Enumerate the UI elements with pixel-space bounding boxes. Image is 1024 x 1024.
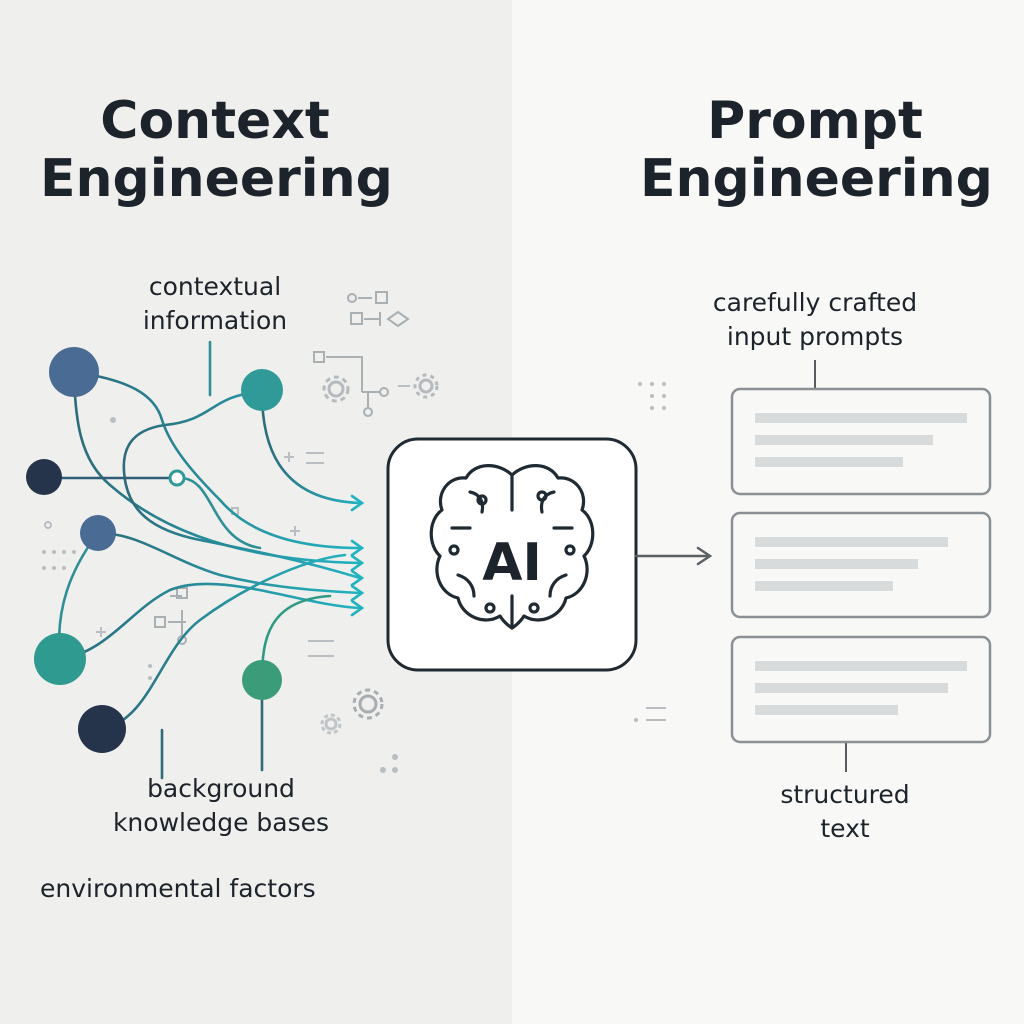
ai-label: AI bbox=[482, 533, 542, 593]
placeholder-line bbox=[755, 581, 893, 591]
crafted-prompts-label: carefully crafted input prompts bbox=[690, 286, 940, 354]
context-node bbox=[78, 705, 126, 753]
placeholder-line bbox=[755, 683, 948, 693]
placeholder-line bbox=[755, 457, 903, 467]
placeholder-line bbox=[755, 705, 898, 715]
context-engineering-title: Context Engineering bbox=[40, 92, 390, 208]
flow-line bbox=[262, 392, 360, 503]
context-node bbox=[34, 633, 86, 685]
flow-arrowheads bbox=[352, 496, 362, 615]
placeholder-line bbox=[755, 537, 948, 547]
gear-icon bbox=[415, 375, 437, 397]
placeholder-line bbox=[755, 559, 918, 569]
structured-text-label: structured text bbox=[760, 778, 930, 846]
prompt-card bbox=[732, 637, 990, 742]
placeholder-line bbox=[755, 661, 967, 671]
prompt-card bbox=[732, 513, 990, 617]
context-node bbox=[242, 660, 282, 700]
context-node bbox=[49, 347, 99, 397]
ai-box: AI bbox=[388, 439, 636, 670]
background-knowledge-label: background knowledge bases bbox=[96, 772, 346, 840]
placeholder-line bbox=[755, 413, 967, 423]
flow-line bbox=[74, 372, 360, 548]
prompt-engineering-title: Prompt Engineering bbox=[640, 92, 990, 208]
context-node bbox=[26, 459, 62, 495]
gear-icon bbox=[354, 690, 382, 718]
placeholder-line bbox=[755, 435, 933, 445]
gear-icon bbox=[324, 377, 348, 401]
environmental-factors-label: environmental factors bbox=[40, 872, 370, 906]
context-node bbox=[170, 471, 184, 485]
prompt-card bbox=[732, 389, 990, 494]
contextual-information-label: contextual information bbox=[110, 270, 320, 338]
gear-icon bbox=[322, 715, 340, 733]
output-arrow bbox=[636, 548, 710, 564]
flow-line bbox=[60, 584, 360, 660]
context-node bbox=[241, 369, 283, 411]
context-node bbox=[80, 515, 116, 551]
